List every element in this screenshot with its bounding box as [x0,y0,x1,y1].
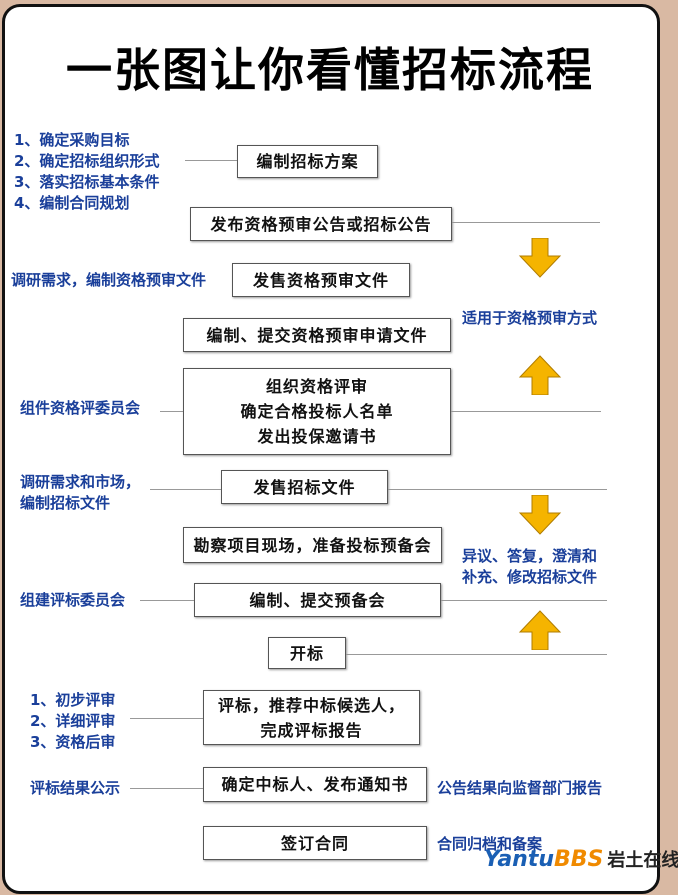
step-label: 确定合格投标人名单 [240,402,394,421]
step-label: 确定中标人、发布通知书 [221,775,409,794]
step-evaluation: 评标，推荐中标候选人， 完成评标报告 [203,690,420,745]
note-eval-committee: 组建评标委员会 [20,591,126,609]
step-submit-prequal-application: 编制、提交资格预审申请文件 [183,318,451,352]
note-line: 2、详细评审 [30,712,116,730]
connector-line [130,788,203,789]
note-archive-contract: 合同归档和备案 [437,835,543,853]
connector-line [441,600,607,601]
up-arrow-icon [518,610,562,650]
step-publish-notice: 发布资格预审公告或招标公告 [190,207,452,241]
step-bid-opening: 开标 [268,637,346,669]
connector-line [160,411,183,412]
step-label: 编制、提交预备会 [249,590,386,610]
step-prequal-review: 组织资格评审 确定合格投标人名单 发出投保邀请书 [183,368,451,455]
step-label: 编制、提交资格预审申请文件 [206,325,428,345]
step-label: 发售招标文件 [253,477,356,497]
note-line: 1、确定采购目标 [14,131,130,149]
note-line: 调研需求和市场， [20,473,141,491]
step-label: 编制招标方案 [256,152,359,171]
step-label: 完成评标报告 [260,720,363,740]
watermark-text: Yantu [484,847,555,872]
step-label: 勘察项目现场，准备投标预备会 [193,535,432,555]
step-sell-prequal-docs: 发售资格预审文件 [232,263,410,297]
note-tender-docs: 调研需求和市场， 编制招标文件 [20,472,140,514]
connector-line [130,718,203,719]
connector-line [452,222,600,223]
note-line: 编制招标文件 [20,494,111,512]
step-pre-bid-meeting: 编制、提交预备会 [194,583,441,617]
connector-line [140,600,194,601]
note-line: 异议、答复，澄清和 [462,547,598,565]
note-line: 1、初步评审 [30,691,116,709]
note-line: 补充、修改招标文件 [462,568,598,586]
step-label: 发售资格预审文件 [252,270,389,290]
step-label: 评标，推荐中标候选人， [217,695,405,715]
note-line: 4、编制合同规划 [14,194,130,212]
note-eval-items: 1、初步评审 2、详细评审 3、资格后审 [30,690,115,753]
note-plan-items: 1、确定采购目标 2、确定招标组织形式 3、落实招标基本条件 4、编制合同规划 [14,130,159,214]
step-label: 组织资格评审 [265,377,368,396]
connector-line [388,489,607,490]
page-title: 一张图让你看懂招标流程 [66,43,594,97]
note-line: 2、确定招标组织形式 [14,152,160,170]
watermark-text: 岩土在线 [607,850,678,871]
note-prequal-committee: 组件资格评委员会 [20,399,141,417]
step-sell-tender-docs: 发售招标文件 [221,470,388,504]
up-arrow-icon [518,355,562,395]
connector-line [451,411,601,412]
down-arrow-icon [518,495,562,535]
connector-line [150,489,221,490]
note-prequal-docs: 调研需求，编制资格预审文件 [11,271,207,289]
connector-line [185,160,237,161]
step-label: 开标 [289,643,324,663]
step-award: 确定中标人、发布通知书 [203,767,427,802]
note-line: 3、资格后审 [30,733,116,751]
note-line: 3、落实招标基本条件 [14,173,160,191]
connector-line [346,654,607,655]
watermark-text: BBS [554,847,604,872]
step-sign-contract: 签订合同 [203,826,427,860]
step-prepare-plan: 编制招标方案 [237,145,378,178]
note-report-result: 公告结果向监督部门报告 [437,779,603,797]
note-prequal-mode: 适用于资格预审方式 [462,309,598,327]
down-arrow-icon [518,238,562,278]
note-result-publicity: 评标结果公示 [30,779,121,797]
step-label: 签订合同 [280,833,349,853]
note-clarifications: 异议、答复，澄清和 补充、修改招标文件 [462,546,597,588]
step-label: 发出投保邀请书 [257,427,377,446]
step-label: 发布资格预审公告或招标公告 [210,214,432,234]
step-site-survey: 勘察项目现场，准备投标预备会 [183,527,442,563]
